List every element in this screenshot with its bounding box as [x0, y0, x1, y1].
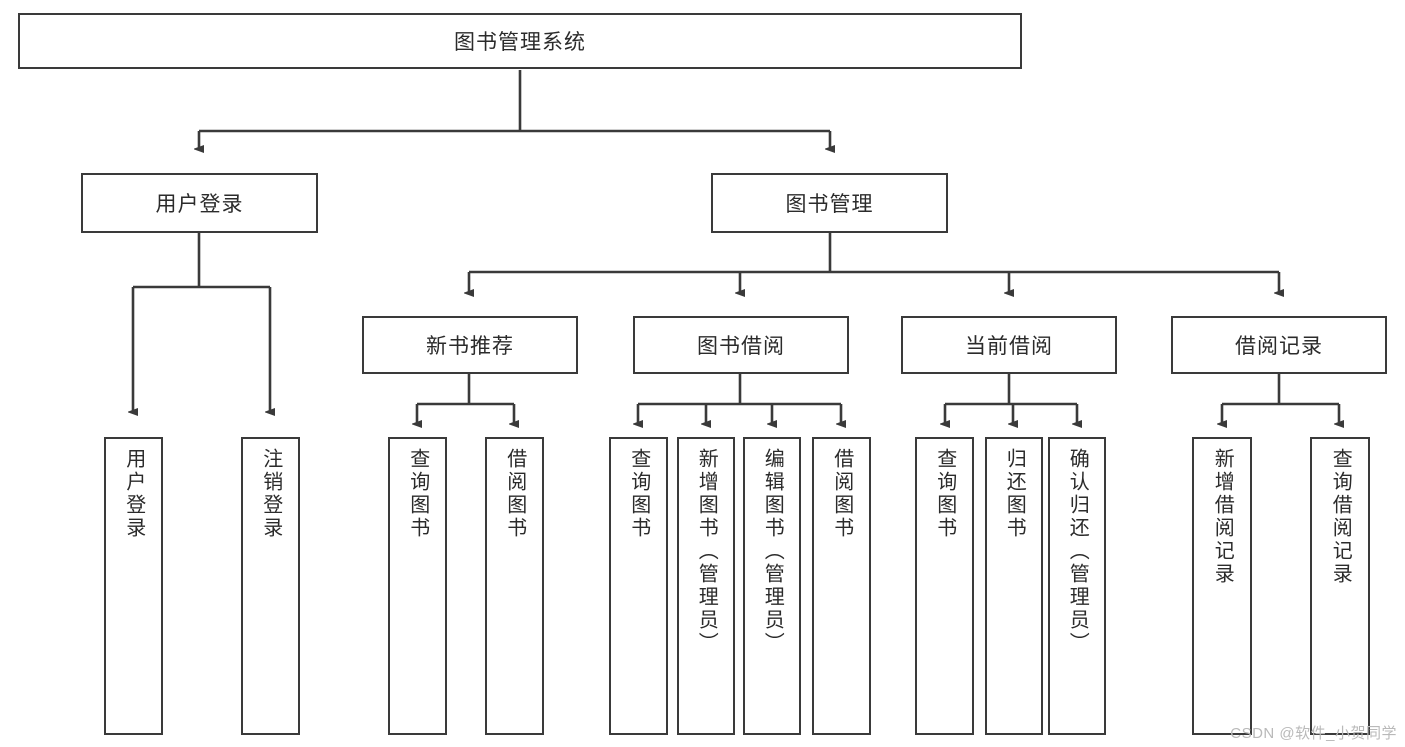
leaf-label: 用户登录 [122, 448, 145, 540]
node-user-login[interactable]: 用户登录 [81, 173, 318, 233]
node-book-manage[interactable]: 图书管理 [711, 173, 948, 233]
node-book-manage-label: 图书管理 [785, 193, 874, 216]
leaf-new-book-2[interactable]: 借阅图书 [485, 437, 544, 735]
node-borrow-record[interactable]: 借阅记录 [1171, 316, 1387, 374]
node-root-label: 图书管理系统 [454, 31, 586, 54]
node-new-book-recommend-label: 新书推荐 [426, 335, 514, 358]
leaf-borrow-record-1[interactable]: 新增借阅记录 [1192, 437, 1252, 735]
leaf-book-borrow-2[interactable]: 新增图书（管理员） [677, 437, 735, 735]
leaf-label: 确认归还（管理员） [1066, 448, 1089, 655]
leaf-label: 新增图书（管理员） [695, 448, 718, 655]
node-user-login-label: 用户登录 [155, 193, 244, 216]
node-book-borrow-label: 图书借阅 [697, 335, 785, 358]
node-root[interactable]: 图书管理系统 [18, 13, 1022, 69]
leaf-current-borrow-2[interactable]: 归还图书 [985, 437, 1043, 735]
node-new-book-recommend[interactable]: 新书推荐 [362, 316, 578, 374]
leaf-book-borrow-1[interactable]: 查询图书 [609, 437, 668, 735]
watermark: CSDN @软件_小贺同学 [1230, 725, 1397, 742]
leaf-new-book-1[interactable]: 查询图书 [388, 437, 447, 735]
leaf-book-borrow-4[interactable]: 借阅图书 [812, 437, 871, 735]
node-borrow-record-label: 借阅记录 [1235, 335, 1323, 358]
leaf-borrow-record-2[interactable]: 查询借阅记录 [1310, 437, 1370, 735]
leaf-label: 归还图书 [1003, 448, 1026, 540]
leaf-user-login-1[interactable]: 用户登录 [104, 437, 163, 735]
leaf-current-borrow-3[interactable]: 确认归还（管理员） [1048, 437, 1106, 735]
leaf-current-borrow-1[interactable]: 查询图书 [915, 437, 974, 735]
leaf-label: 注销登录 [259, 448, 282, 540]
node-current-borrow[interactable]: 当前借阅 [901, 316, 1117, 374]
leaf-label: 编辑图书（管理员） [761, 448, 784, 655]
node-book-borrow[interactable]: 图书借阅 [633, 316, 849, 374]
leaf-label: 查询借阅记录 [1329, 448, 1352, 586]
leaf-book-borrow-3[interactable]: 编辑图书（管理员） [743, 437, 801, 735]
leaf-label: 查询图书 [627, 448, 650, 540]
leaf-label: 查询图书 [406, 448, 429, 540]
leaf-label: 借阅图书 [503, 448, 526, 540]
leaf-label: 借阅图书 [830, 448, 853, 540]
leaf-label: 新增借阅记录 [1211, 448, 1234, 586]
node-current-borrow-label: 当前借阅 [965, 335, 1053, 358]
leaf-user-login-2[interactable]: 注销登录 [241, 437, 300, 735]
leaf-label: 查询图书 [933, 448, 956, 540]
